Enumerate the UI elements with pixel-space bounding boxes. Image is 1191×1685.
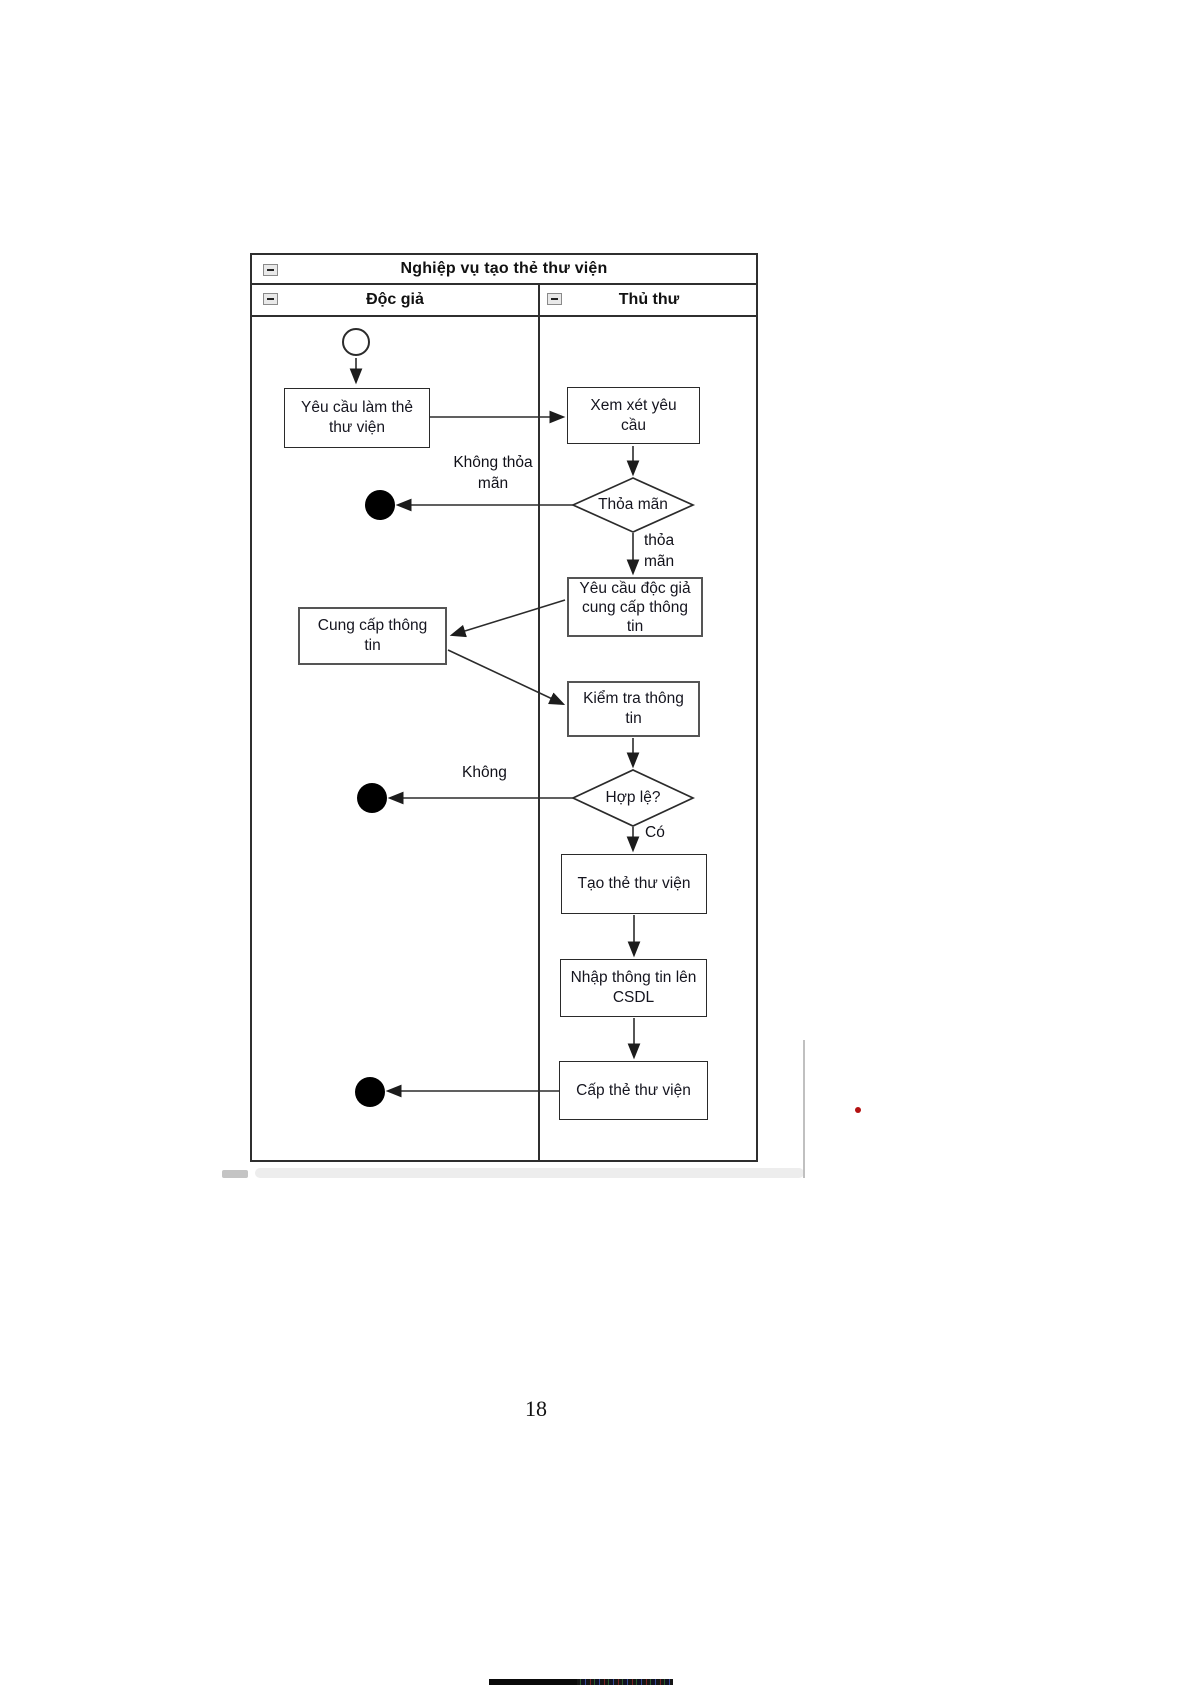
diagram-title-bar: Nghiệp vụ tạo thẻ thư viện xyxy=(252,255,756,285)
start-node xyxy=(342,328,370,356)
collapse-diagram-icon[interactable] xyxy=(263,264,278,276)
activity-request-card: Yêu cầu làm thẻ thư viện xyxy=(284,388,430,448)
edge-label-valid: Có xyxy=(645,824,665,841)
edge-label-invalid: Không xyxy=(462,764,507,781)
decision-valid-label: Hợp lệ? xyxy=(605,789,661,806)
diagram-title: Nghiệp vụ tạo thẻ thư viện xyxy=(400,260,608,277)
end-node-not-satisfied xyxy=(365,490,395,520)
lane-label-librarian: Thủ thư xyxy=(618,291,680,308)
end-node-invalid xyxy=(357,783,387,813)
image-right-edge-line xyxy=(803,1040,805,1178)
lane-header-row: Độc giả Thủ thư xyxy=(252,285,756,317)
edge-label-not-satisfied: Không thỏa mãn xyxy=(453,454,533,492)
activity-provide-info: Cung cấp thông tin xyxy=(298,607,447,665)
red-bullet-dot xyxy=(855,1107,861,1113)
collapse-lane-reader-icon[interactable] xyxy=(263,293,278,305)
activity-check-info: Kiểm tra thông tin xyxy=(567,681,700,737)
lane-label-reader: Độc giả xyxy=(366,291,424,308)
activity-request-info: Yêu cầu độc giả cung cấp thông tin xyxy=(567,577,703,637)
activity-review-request: Xem xét yêu cầu xyxy=(567,387,700,444)
horizontal-scrollbar-track[interactable] xyxy=(255,1168,804,1178)
bottom-edge-noise xyxy=(577,1679,673,1685)
collapse-lane-librarian-icon[interactable] xyxy=(547,293,562,305)
end-node-final xyxy=(355,1077,385,1107)
horizontal-scrollbar-thumb[interactable] xyxy=(222,1170,248,1178)
activity-create-card: Tạo thẻ thư viện xyxy=(561,854,707,914)
activity-issue-card: Cấp thẻ thư viện xyxy=(559,1061,708,1120)
page-number: 18 xyxy=(525,1396,547,1421)
decision-satisfied-label: Thỏa mãn xyxy=(598,496,668,513)
lane-separator xyxy=(538,285,540,1162)
lane-header-librarian: Thủ thư xyxy=(538,285,758,315)
lane-header-reader: Độc giả xyxy=(252,285,538,315)
bottom-edge-sliver xyxy=(489,1679,673,1685)
edge-label-satisfied: thỏa mãn xyxy=(644,532,675,570)
activity-enter-database: Nhập thông tin lên CSDL xyxy=(560,959,707,1017)
